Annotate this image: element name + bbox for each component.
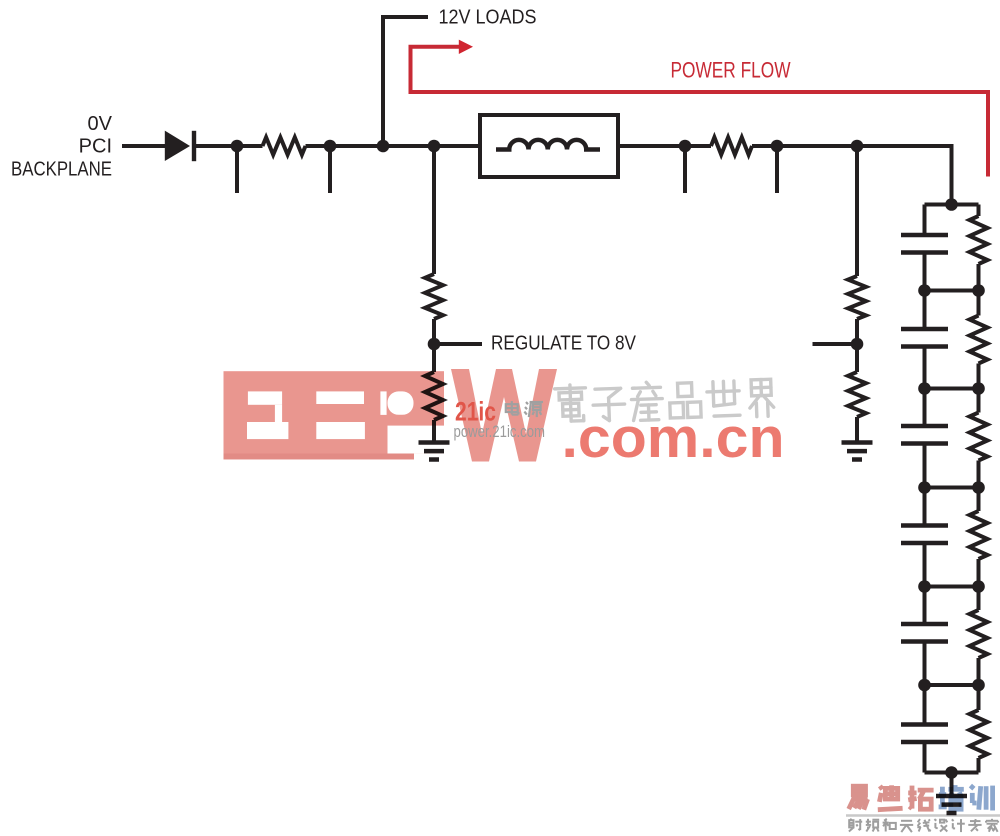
svg-text:0V: 0V [88,113,113,135]
svg-text:BACKPLANE: BACKPLANE [11,159,112,181]
svg-text:.com.cn: .com.cn [562,406,785,469]
svg-text:12V LOADS: 12V LOADS [439,7,537,29]
svg-text:PCI: PCI [79,136,112,158]
svg-text:21ic: 21ic [455,396,496,426]
svg-text:POWER FLOW: POWER FLOW [671,58,792,83]
svg-text:REGULATE TO 8V: REGULATE TO 8V [491,333,637,355]
svg-text:power.21ic.com: power.21ic.com [454,422,546,441]
